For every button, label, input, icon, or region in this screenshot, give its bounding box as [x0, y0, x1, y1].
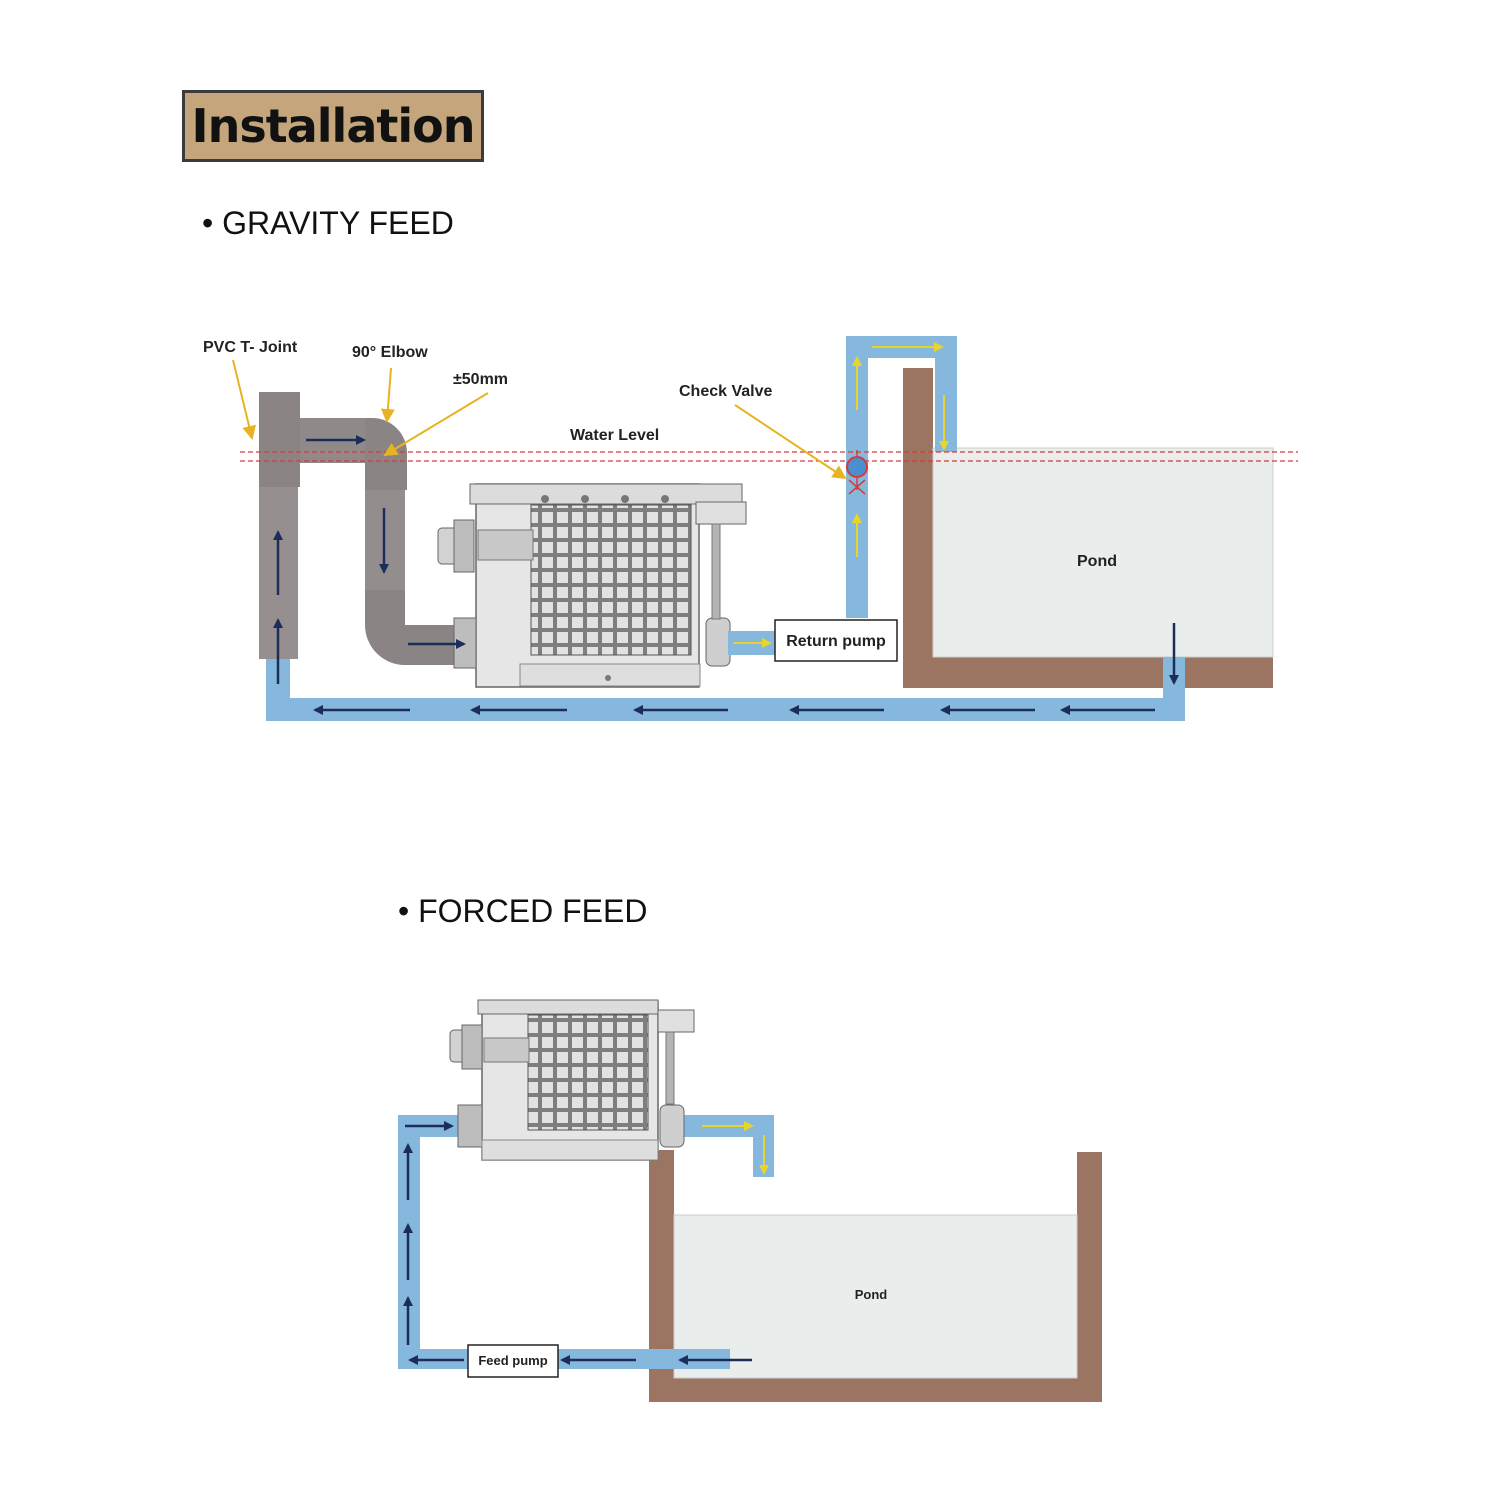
page-title: Installation [191, 99, 476, 153]
forced-feed-diagram: Pond Feed pump [398, 999, 1102, 1402]
water-level-label: Water Level [570, 427, 659, 444]
pvc-pipes [259, 392, 470, 665]
forced-flow-arrows [403, 1121, 752, 1365]
pond-water [932, 447, 1274, 658]
title-badge: Installation [182, 90, 484, 162]
return-pump-label: Return pump [786, 633, 886, 650]
forced-filter-unit [449, 999, 695, 1161]
check-valve-label: Check Valve [679, 383, 773, 400]
pond-floor [903, 657, 1273, 688]
pond-water [673, 1214, 1078, 1379]
pond-right-wall [1077, 1152, 1102, 1402]
tjoint-body [259, 392, 300, 487]
forced-pond: Pond [649, 1150, 1102, 1402]
offset-label: ±50mm [453, 371, 508, 388]
gravity-pond: Pond [903, 368, 1274, 688]
feed-pump-label: Feed pump [478, 1353, 547, 1368]
forced-feed-heading: • FORCED FEED [398, 893, 648, 929]
pond-floor [649, 1378, 1102, 1402]
pond-left-wall [903, 368, 933, 688]
elbow-label: 90° Elbow [352, 344, 428, 361]
feed-pump-box [467, 1344, 559, 1378]
gravity-filter-unit [437, 483, 747, 688]
gravity-feed-diagram: Pond [203, 336, 1298, 721]
gravity-feed-heading: • GRAVITY FEED [202, 205, 454, 241]
callout-arrows [232, 359, 847, 480]
forced-pond-label: Pond [855, 1287, 888, 1302]
gravity-pond-label: Pond [1077, 553, 1117, 570]
check-valve-icon [846, 450, 868, 495]
return-pump-box [774, 619, 898, 662]
gravity-flow-arrows [273, 435, 1155, 715]
tjoint-label: PVC T- Joint [203, 339, 298, 356]
